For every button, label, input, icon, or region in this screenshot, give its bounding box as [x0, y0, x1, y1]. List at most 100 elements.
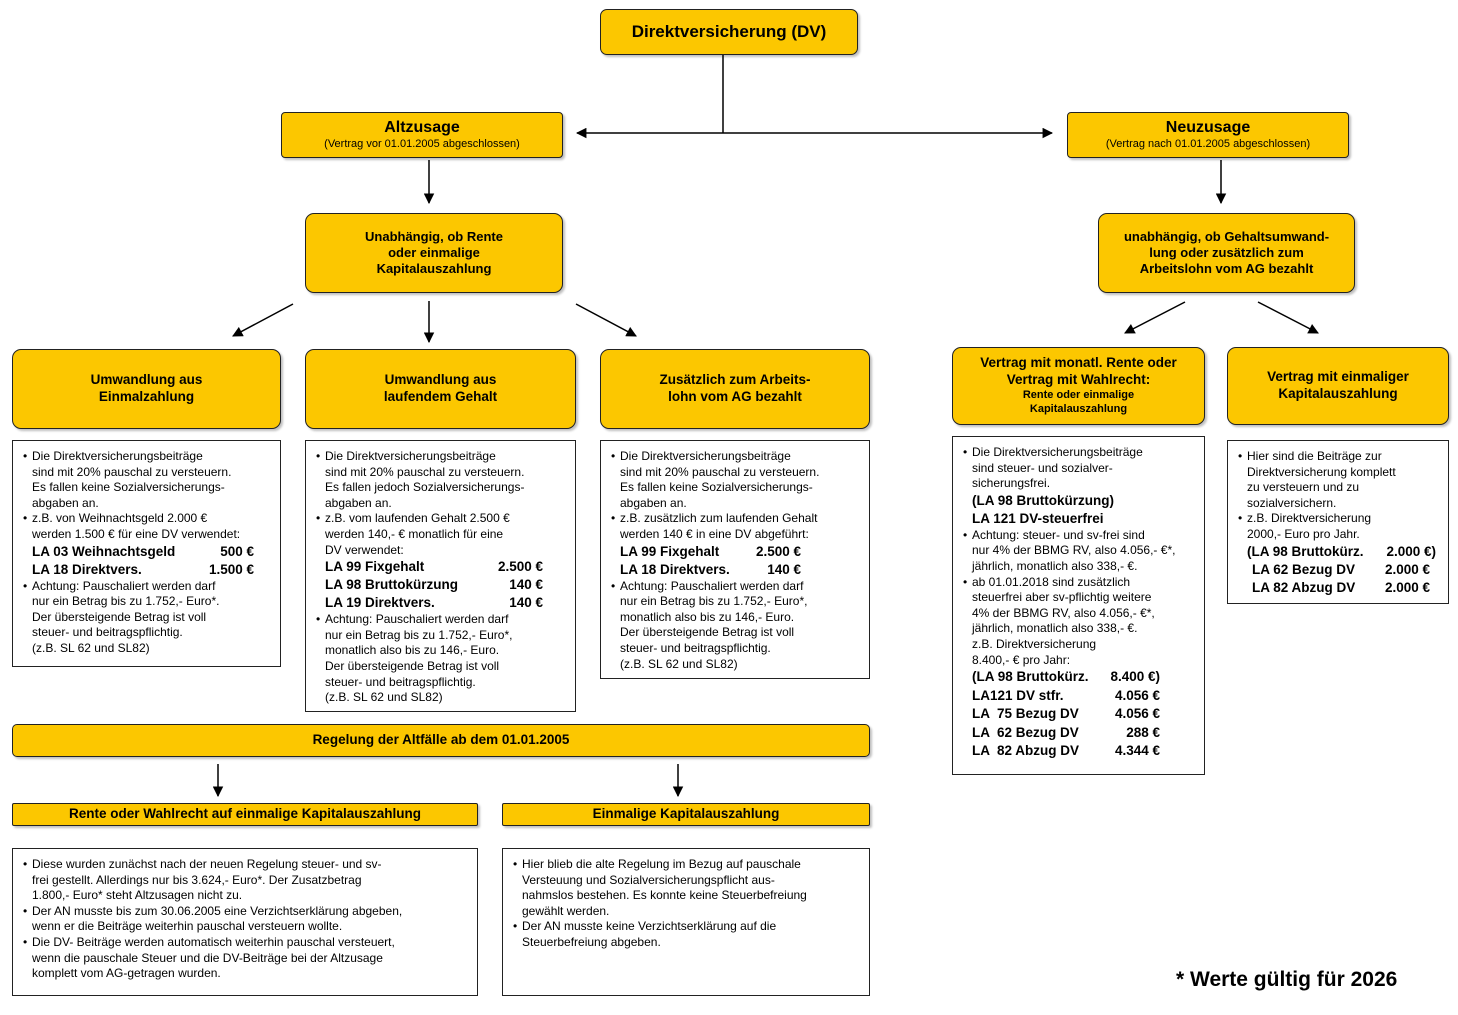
neu-mid-text: unabhängig, ob Gehaltsumwand- lung oder …: [1123, 228, 1330, 277]
cat2-bullet: Die Direktversicherungsbeiträge sind mit…: [316, 449, 569, 511]
cat4-la-row: LA 62 Bezug DV 288 €: [963, 724, 1198, 743]
arrow-to-cat5: [1257, 301, 1319, 334]
neuzusage-title: Neuzusage: [1165, 119, 1251, 137]
alt-mid-text: Unabhängig, ob Rente oder einmalige Kapi…: [365, 228, 503, 277]
rente-header: Rente oder Wahlrecht auf einmalige Kapit…: [12, 803, 478, 826]
cat1-bullet: Achtung: Pauschaliert werden darf nur ei…: [23, 579, 274, 657]
footnote: * Werte gültig für 2026: [1176, 968, 1398, 991]
la-value: 140 €: [509, 577, 543, 593]
cat5-bullet: Hier sind die Beiträge zur Direktversich…: [1238, 449, 1442, 511]
cat4-detail: Die Direktversicherungsbeiträge sind ste…: [952, 436, 1205, 775]
la-value: 1.500 €: [208, 561, 254, 577]
cat4-bullet: Achtung: steuer- und sv-frei sind nur 4%…: [963, 528, 1198, 575]
cat5-la-row: LA 62 Bezug DV 2.000 €: [1238, 561, 1442, 579]
cat4-la-row: LA121 DV stfr. 4.056 €: [963, 687, 1198, 706]
cat1-bullet: Die Direktversicherungsbeiträge sind mit…: [23, 449, 274, 511]
einmalig-bullet: Hier blieb die alte Regelung im Bezug au…: [513, 857, 863, 919]
la-label: LA 82 Abzug DV: [972, 743, 1080, 759]
la-label: LA 62 Bezug DV: [1252, 561, 1356, 577]
la-value: 2.500 €: [755, 543, 801, 559]
cat4-la-row: LA 82 Abzug DV 4.344 €: [963, 742, 1198, 761]
cat1-detail: Die Direktversicherungsbeiträge sind mit…: [12, 440, 281, 667]
cat5-header: Vertrag mit einmaliger Kapitalauszahlung: [1227, 347, 1449, 425]
cat5-la-row: (LA 98 Bruttokürz. 2.000 €): [1238, 543, 1442, 561]
einmalig-title: Einmalige Kapitalauszahlung: [592, 806, 780, 822]
cat4-subtitle: Rente oder einmalige Kapitalauszahlung: [1022, 389, 1135, 415]
cat1-bullet: z.B. von Weihnachtsgeld 2.000 € werden 1…: [23, 511, 274, 542]
cat2-bullet: z.B. vom laufenden Gehalt 2.500 € werden…: [316, 511, 569, 558]
cat4-bullet: ab 01.01.2018 sind zusätzlich steuerfrei…: [963, 575, 1198, 669]
title-text: Direktversicherung (DV): [631, 22, 827, 42]
la-label: LA 75 Bezug DV: [972, 706, 1079, 722]
regelung-box: Regelung der Altfälle ab dem 01.01.2005: [12, 724, 870, 757]
cat3-header: Zusätzlich zum Arbeits- lohn vom AG beza…: [600, 349, 870, 429]
la-label: LA 18 Direktvers.: [32, 561, 142, 577]
la-value: 140 €: [767, 561, 801, 577]
neu-mid-box: unabhängig, ob Gehaltsumwand- lung oder …: [1098, 213, 1355, 293]
la-label: LA 99 Fixgehalt: [620, 543, 720, 559]
cat3-title: Zusätzlich zum Arbeits- lohn vom AG beza…: [659, 372, 811, 404]
la-value: 288 €: [1126, 724, 1160, 740]
cat2-la-row: LA 98 Bruttokürzung 140 €: [316, 576, 569, 594]
la-value: 2.500 €: [497, 559, 543, 575]
cat2-header: Umwandlung aus laufendem Gehalt: [305, 349, 576, 429]
la-value: 4.344 €: [1114, 743, 1160, 759]
cat5-la-row: LA 82 Abzug DV 2.000 €: [1238, 579, 1442, 597]
la-label: (LA 98 Bruttokürz.: [972, 669, 1089, 685]
cat4-la-row: (LA 98 Bruttokürzung): [963, 492, 1198, 510]
rente-detail: Diese wurden zunächst nach der neuen Reg…: [12, 848, 478, 996]
rente-bullet: Diese wurden zunächst nach der neuen Reg…: [23, 857, 471, 904]
la-value: 4.056 €: [1114, 706, 1160, 722]
cat4-la-row: LA 121 DV-steuerfrei: [963, 510, 1198, 528]
la-value: 140 €: [509, 595, 543, 611]
la-label: LA 98 Bruttokürzung: [325, 577, 458, 593]
la-label: (LA 98 Bruttokürzung): [972, 492, 1114, 508]
einmalig-bullet: Der AN musste keine Verzichtserklärung a…: [513, 919, 863, 950]
la-label: LA 19 Direktvers.: [325, 595, 435, 611]
cat2-la-row: LA 99 Fixgehalt 2.500 €: [316, 558, 569, 576]
la-value: 2.000 €: [1384, 579, 1430, 595]
cat4-la-row: LA 75 Bezug DV 4.056 €: [963, 705, 1198, 724]
la-label: LA 03 Weihnachtsgeld: [32, 543, 176, 559]
la-label: LA 82 Abzug DV: [1252, 579, 1356, 595]
arrow-to-cat1: [232, 303, 294, 337]
neuzusage-box: Neuzusage (Vertrag nach 01.01.2005 abges…: [1067, 112, 1349, 158]
cat3-bullet: Achtung: Pauschaliert werden darf nur ei…: [611, 579, 863, 673]
cat4-la-row: (LA 98 Bruttokürz. 8.400 €): [963, 668, 1198, 687]
neuzusage-subtitle: (Vertrag nach 01.01.2005 abgeschlossen): [1105, 138, 1311, 151]
cat4-title: Vertrag mit monatl. Rente oder Vertrag m…: [980, 355, 1177, 388]
title-box: Direktversicherung (DV): [600, 9, 858, 55]
cat5-title: Vertrag mit einmaliger Kapitalauszahlung: [1267, 369, 1409, 401]
cat5-bullet: z.B. Direktversicherung 2000,- Euro pro …: [1238, 511, 1442, 542]
la-value: 2.000 €: [1384, 561, 1430, 577]
cat2-bullet: Achtung: Pauschaliert werden darf nur ei…: [316, 612, 569, 706]
cat4-bullet: Die Direktversicherungsbeiträge sind ste…: [963, 445, 1198, 492]
cat5-detail: Hier sind die Beiträge zur Direktversich…: [1227, 440, 1449, 604]
altzusage-subtitle: (Vertrag vor 01.01.2005 abgeschlossen): [324, 138, 520, 151]
la-value: 2.000 €): [1386, 543, 1436, 559]
cat2-la-row: LA 19 Direktvers. 140 €: [316, 594, 569, 612]
rente-bullet: Der AN musste bis zum 30.06.2005 eine Ve…: [23, 904, 471, 935]
cat3-detail: Die Direktversicherungsbeiträge sind mit…: [600, 440, 870, 679]
cat2-title: Umwandlung aus laufendem Gehalt: [383, 372, 498, 404]
regelung-title: Regelung der Altfälle ab dem 01.01.2005: [312, 732, 570, 748]
alt-mid-box: Unabhängig, ob Rente oder einmalige Kapi…: [305, 213, 563, 293]
cat3-bullet: Die Direktversicherungsbeiträge sind mit…: [611, 449, 863, 511]
la-label: LA121 DV stfr.: [972, 687, 1064, 703]
einmalig-header: Einmalige Kapitalauszahlung: [502, 803, 870, 826]
cat3-bullet: z.B. zusätzlich zum laufenden Gehalt wer…: [611, 511, 863, 542]
la-label: LA 18 Direktvers.: [620, 561, 730, 577]
cat3-la-row: LA 99 Fixgehalt 2.500 €: [611, 543, 863, 561]
cat4-header: Vertrag mit monatl. Rente oder Vertrag m…: [952, 347, 1205, 425]
arrow-to-cat3: [575, 303, 637, 337]
cat1-title: Umwandlung aus Einmalzahlung: [90, 372, 203, 404]
rente-bullet: Die DV- Beiträge werden automatisch weit…: [23, 935, 471, 982]
einmalig-detail: Hier blieb die alte Regelung im Bezug au…: [502, 848, 870, 996]
la-value: 8.400 €): [1110, 669, 1160, 685]
la-label: LA 121 DV-steuerfrei: [972, 510, 1104, 526]
la-value: 500 €: [220, 543, 254, 559]
la-label: LA 99 Fixgehalt: [325, 559, 425, 575]
cat1-la-row: LA 03 Weihnachtsgeld 500 €: [23, 543, 274, 561]
la-label: (LA 98 Bruttokürz.: [1247, 543, 1364, 559]
